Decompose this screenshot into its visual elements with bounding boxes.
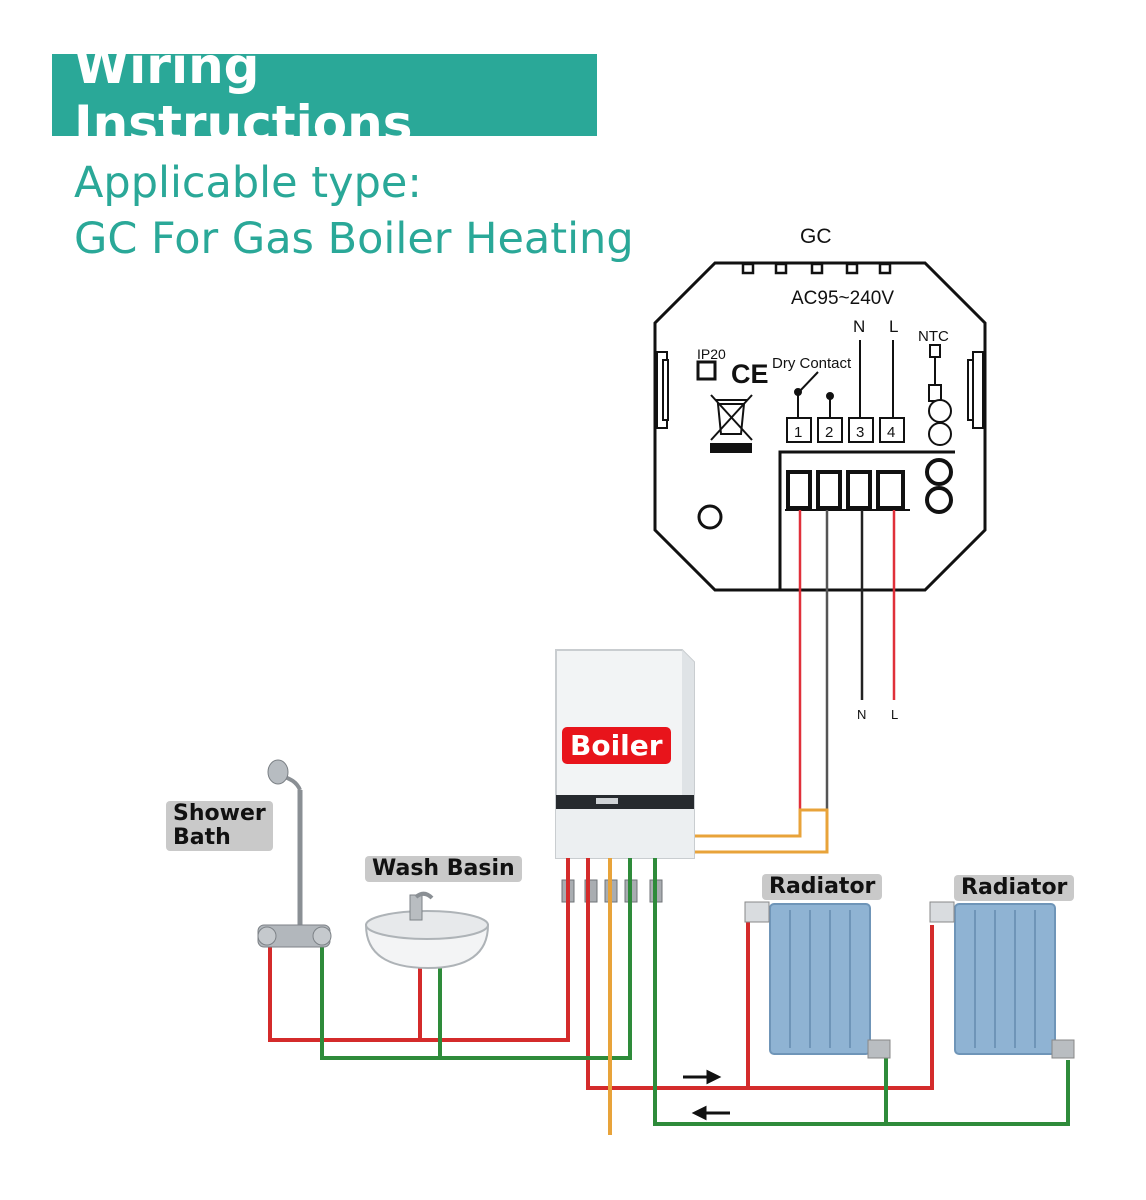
title-banner: Wiring Instructions (52, 37, 597, 153)
terminal-block-screws (786, 458, 953, 514)
flow-arrow-return (691, 1105, 730, 1121)
supply-l-label: L (891, 707, 898, 722)
return-water-pipes (320, 858, 1070, 1126)
mounting-hole (697, 504, 723, 530)
boiler-label: Boiler (562, 727, 671, 764)
flow-arrow-supply (683, 1069, 722, 1085)
terminal-3: 3 (856, 424, 864, 441)
terminal-number-boxes (786, 417, 905, 443)
radiator-1 (744, 901, 891, 1059)
thermostat-model: GC (800, 225, 832, 248)
shower-bath-label: Shower Bath (166, 801, 273, 851)
radiator-1-label: Radiator (762, 874, 883, 900)
shower-label-line-1: Shower (173, 801, 266, 826)
radiator-2 (929, 901, 1075, 1059)
top-tabs (741, 262, 892, 275)
voltage-label: AC95~240V (791, 288, 894, 309)
ntc-sensor-icon (928, 344, 952, 446)
side-clips (656, 351, 984, 429)
ntc-label: NTC (918, 328, 949, 345)
boiler-control-cable (690, 808, 829, 854)
ip-icon (696, 360, 717, 381)
terminal-2: 2 (825, 424, 833, 441)
n-terminal-label: N (853, 317, 865, 336)
wash-basin-label: Wash Basin (365, 856, 522, 882)
radiator-2-label: Radiator (954, 875, 1075, 901)
terminal-1: 1 (794, 424, 802, 441)
hot-water-pipes (268, 858, 934, 1090)
terminal-block-frame (778, 450, 955, 590)
subtitle-line-2: GC For Gas Boiler Heating (74, 214, 634, 264)
l-terminal-label: L (889, 317, 898, 336)
supply-n-label: N (857, 707, 866, 722)
terminal-4: 4 (887, 424, 895, 441)
ce-mark: CE (731, 359, 769, 389)
page-title: Wiring Instructions (74, 37, 413, 153)
wash-basin-fixture (364, 891, 490, 970)
ip-rating-label: IP20 (697, 346, 726, 362)
shower-label-line-2: Bath (173, 825, 231, 850)
dry-contact-label: Dry Contact (772, 355, 852, 372)
dry-contact-switch-icon (794, 371, 834, 418)
shower-fixture (257, 759, 332, 948)
subtitle-line-1: Applicable type: (74, 158, 422, 208)
weee-bin-icon (710, 394, 753, 453)
